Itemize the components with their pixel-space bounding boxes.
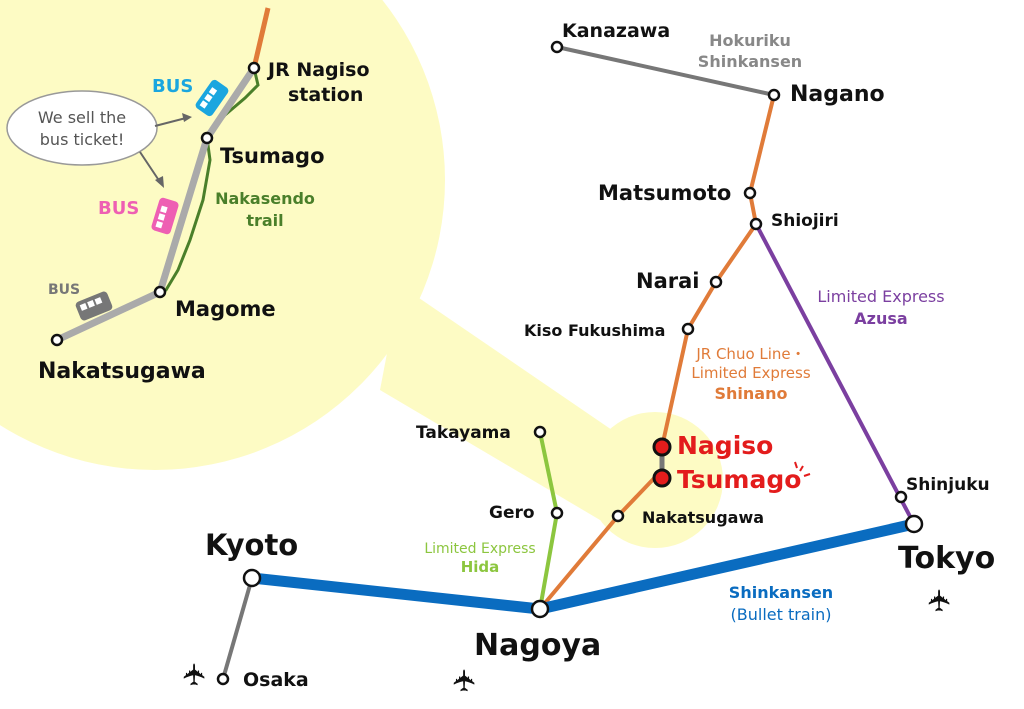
label-shiojiri: Shiojiri xyxy=(771,211,839,231)
inset-label-magome: Magome xyxy=(175,297,276,321)
station-kanazawa xyxy=(550,40,564,54)
bus-label-pink: BUS xyxy=(98,198,139,219)
airport-icon-osaka: ✈ xyxy=(178,662,213,687)
label-kyoto: Kyoto xyxy=(205,528,298,562)
label-chuo-3: Shinano xyxy=(715,384,788,403)
label-nagiso: Nagiso xyxy=(677,431,773,460)
station-kyoto xyxy=(242,568,262,588)
label-shinkansen-1: Shinkansen xyxy=(729,583,833,602)
hokuriku-line xyxy=(556,45,775,97)
bus-icon-pink xyxy=(151,197,179,235)
label-hokuriku-1: Hokuriku xyxy=(709,31,791,50)
station-gero xyxy=(550,506,564,520)
station-kiso-fukushima xyxy=(681,322,695,336)
label-hida-2: Hida xyxy=(461,558,500,576)
label-gero: Gero xyxy=(489,503,535,523)
inset-zoom-circle xyxy=(0,0,445,470)
label-hokuriku-2: Shinkansen xyxy=(698,52,802,71)
label-kiso-fukushima: Kiso Fukushima xyxy=(524,321,665,340)
inset-station-tsumago xyxy=(200,131,214,145)
label-shinkansen-2: (Bullet train) xyxy=(731,605,832,624)
inset-label-jr-nagiso-2: station xyxy=(288,84,363,106)
label-nagoya: Nagoya xyxy=(474,628,601,663)
speech-bubble xyxy=(6,90,158,166)
station-nagoya xyxy=(530,599,550,619)
station-shinjuku xyxy=(894,490,908,504)
station-tokyo xyxy=(904,514,924,534)
airport-icon-nagoya: ✈ xyxy=(448,668,483,693)
label-chuo-2: Limited Express xyxy=(691,364,810,382)
bus-label-blue: BUS xyxy=(152,76,193,97)
bus-icon-gray xyxy=(75,291,113,321)
label-narai: Narai xyxy=(636,269,699,293)
highlight-sparkle-icon xyxy=(794,461,811,477)
label-osaka: Osaka xyxy=(243,669,309,691)
label-takayama: Takayama xyxy=(416,423,511,443)
arrow-icon xyxy=(139,113,192,188)
bubble-text-2: bus ticket! xyxy=(40,130,124,149)
label-shinjuku: Shinjuku xyxy=(906,475,990,495)
inset-station-magome xyxy=(153,285,167,299)
inset-connector xyxy=(380,285,612,520)
inset-label-tsumago: Tsumago xyxy=(220,144,325,168)
station-osaka xyxy=(216,672,230,686)
inset-bus-route xyxy=(55,66,257,344)
station-matsumoto xyxy=(743,186,757,200)
station-nakatsugawa xyxy=(611,509,625,523)
inset-label-jr-nagiso-1: JR Nagiso xyxy=(266,59,370,81)
inset-chuo-line xyxy=(251,7,271,69)
inset-station-jr-nagiso xyxy=(247,61,261,75)
label-tokyo: Tokyo xyxy=(898,541,995,576)
azusa-line xyxy=(754,223,916,525)
station-takayama xyxy=(533,425,547,439)
station-nagiso xyxy=(652,437,672,457)
airport-icon-tokyo: ✈ xyxy=(923,588,958,613)
label-nagano: Nagano xyxy=(790,82,885,107)
osaka-line xyxy=(221,577,254,680)
bus-icon-blue xyxy=(195,79,229,117)
label-chuo-1: JR Chuo Line・ xyxy=(695,345,805,363)
station-shiojiri xyxy=(749,217,763,231)
label-azusa-2: Azusa xyxy=(854,309,907,328)
bus-label-gray: BUS xyxy=(48,282,80,298)
inset-station-nakatsugawa xyxy=(50,333,64,347)
station-narai xyxy=(709,275,723,289)
inset-label-trail-1: Nakasendo xyxy=(215,189,315,208)
inset-label-nakatsugawa: Nakatsugawa xyxy=(38,359,206,384)
inset-label-trail-2: trail xyxy=(246,211,283,230)
bubble-text-1: We sell the xyxy=(38,108,126,127)
label-hida-1: Limited Express xyxy=(424,541,535,557)
inset-trail xyxy=(159,67,260,294)
label-azusa-1: Limited Express xyxy=(817,287,944,306)
label-matsumoto: Matsumoto xyxy=(598,181,731,205)
station-nagano xyxy=(767,88,781,102)
label-tsumago: Tsumago xyxy=(677,465,801,494)
station-tsumago xyxy=(652,468,672,488)
label-nakatsugawa: Nakatsugawa xyxy=(642,508,764,527)
label-kanazawa: Kanazawa xyxy=(562,20,670,42)
